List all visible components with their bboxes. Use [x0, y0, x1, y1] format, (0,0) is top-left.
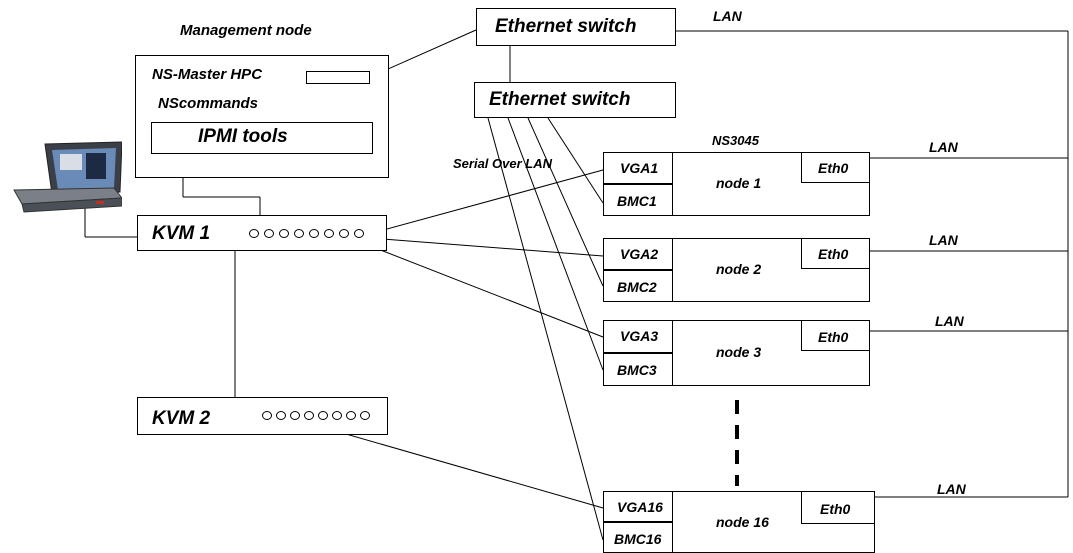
node3-bmc-label: BMC3: [617, 362, 657, 378]
ethernet-switch-mid-label: Ethernet switch: [489, 89, 631, 110]
kvm-port-icon: [249, 229, 259, 238]
node2-lan-label: LAN: [929, 232, 958, 248]
sol-line-bmc1: [547, 117, 604, 204]
sol-line-bmc16: [487, 117, 604, 541]
kvm-port-icon: [294, 229, 304, 238]
node3-vga-box: [603, 320, 673, 353]
kvm-port-icon: [304, 411, 314, 420]
node2-vga-label: VGA2: [620, 246, 659, 262]
node1-eth-box: [801, 152, 870, 183]
kvm-to-vga2-line: [369, 237, 604, 257]
ethernet-switch-mid: [474, 82, 676, 118]
node3-vga-label: VGA3: [620, 328, 659, 344]
node16-vga-label: VGA16: [617, 499, 663, 515]
node2-eth-label: Eth0: [818, 246, 849, 262]
node1-vga-label: VGA1: [620, 160, 659, 176]
ipmi-tools-label: IPMI tools: [198, 126, 288, 147]
ipmi-tools-box: [151, 122, 373, 154]
kvm-to-vga3-line: [354, 239, 604, 338]
sol-line-bmc3: [507, 117, 604, 371]
kvm2-label: KVM 2: [152, 408, 211, 429]
node2-vga-box: [603, 238, 673, 270]
node16-eth-box: [801, 491, 875, 524]
node1-bmc-label: BMC1: [617, 193, 657, 209]
node1-vga-box: [603, 152, 673, 184]
kvm-port-icon: [332, 411, 342, 420]
sol-line-bmc2: [527, 117, 604, 287]
serial-over-lan-label: Serial Over LAN: [453, 156, 552, 171]
node16-eth-label: Eth0: [820, 501, 851, 517]
node16-vga-box: [603, 491, 673, 522]
chassis-label: NS3045: [712, 133, 759, 148]
node16-bmc-label: BMC16: [614, 531, 662, 547]
node3-name-label: node 3: [716, 344, 762, 360]
kvm1-label: KVM 1: [152, 223, 211, 244]
kvm-port-icon: [318, 411, 328, 420]
node16-name-label: node 16: [716, 514, 769, 530]
node3-eth-label: Eth0: [818, 329, 849, 345]
node2-name-label: node 2: [716, 261, 762, 277]
ethernet-switch-top-label: Ethernet switch: [495, 16, 637, 37]
laptop-console-icon: [12, 140, 123, 215]
lan-top-label: LAN: [713, 8, 742, 24]
kvm-port-icon: [346, 411, 356, 420]
kvm-port-icon: [290, 411, 300, 420]
ns-master-label: NS-Master HPC: [152, 66, 263, 83]
kvm-port-icon: [324, 229, 334, 238]
kvm-port-icon: [264, 229, 274, 238]
management-node-title: Management node: [180, 22, 312, 39]
node1-lan-label: LAN: [929, 139, 958, 155]
node3-lan-label: LAN: [935, 313, 964, 329]
node1-eth-label: Eth0: [818, 160, 849, 176]
node2-bmc-label: BMC2: [617, 279, 657, 295]
kvm-port-icon: [354, 229, 364, 238]
nscommands-label: NScommands: [158, 95, 259, 112]
node1-bmc-box: [603, 184, 673, 216]
kvm-port-icon: [262, 411, 272, 420]
ethernet-switch-top: [476, 8, 676, 46]
kvm-port-icon: [360, 411, 370, 420]
ns-master-port: [306, 71, 370, 84]
node3-eth-box: [801, 320, 870, 351]
kvm-port-icon: [279, 229, 289, 238]
kvm-to-vga1-line: [364, 169, 604, 236]
node3-bmc-box: [603, 353, 673, 386]
kvm-port-icon: [309, 229, 319, 238]
kvm-port-icon: [276, 411, 286, 420]
node2-eth-box: [801, 238, 870, 269]
node16-lan-label: LAN: [937, 481, 966, 497]
kvm-port-icon: [339, 229, 349, 238]
node2-bmc-box: [603, 270, 673, 302]
node1-name-label: node 1: [716, 175, 762, 191]
